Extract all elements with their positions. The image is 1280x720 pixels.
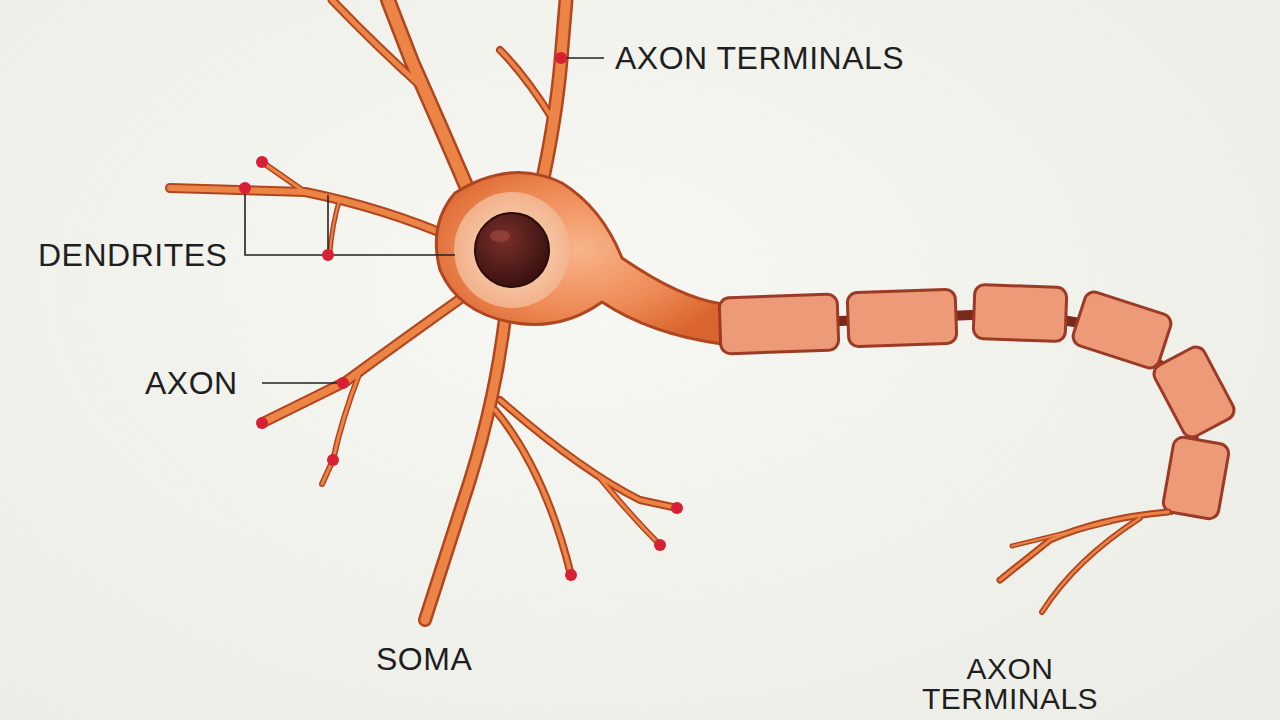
nucleus <box>475 213 549 287</box>
marker-dots <box>239 52 683 581</box>
part-label: AXON <box>145 367 238 399</box>
axon-terminal-branches <box>1000 512 1168 612</box>
dendrites <box>170 0 677 620</box>
myelin-sheath <box>719 284 1237 520</box>
nucleus-highlight <box>490 230 510 242</box>
nucleus-halo <box>454 192 570 308</box>
part-label: SOMA <box>376 643 472 675</box>
part-label: AXON TERMINALS <box>615 42 904 74</box>
soma-body <box>436 173 722 344</box>
part-label: DENDRITES <box>38 239 227 271</box>
part-label: AXON TERMINALS <box>915 654 1105 714</box>
leader-lines <box>245 58 604 383</box>
